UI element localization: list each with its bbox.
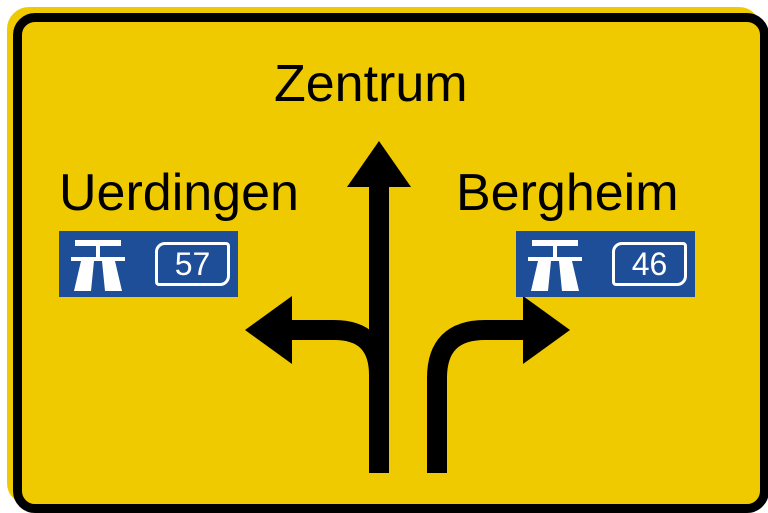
arrow-right [427,296,570,473]
motorway-icon [528,240,582,291]
motorway-icon [71,240,125,291]
route-number-right: 46 [612,242,687,286]
destination-straight: Zentrum [274,55,468,113]
arrow-left [245,296,389,473]
motorway-shield-right: 46 [516,231,695,297]
destination-left: Uerdingen [59,164,299,222]
route-number-left: 57 [155,242,230,286]
destination-right: Bergheim [456,164,679,222]
motorway-shield-left: 57 [59,231,238,297]
